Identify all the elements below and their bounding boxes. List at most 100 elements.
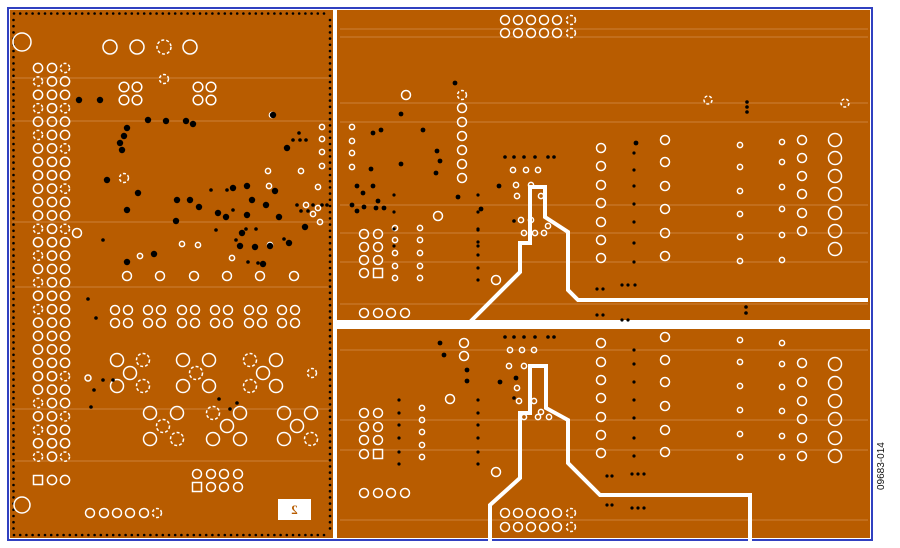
pad — [209, 304, 221, 316]
via — [632, 184, 636, 188]
via — [123, 124, 131, 132]
via — [437, 158, 443, 164]
via — [632, 168, 636, 172]
isolation-gap — [337, 185, 868, 327]
pad — [303, 431, 319, 447]
via — [256, 261, 260, 265]
edge-via — [291, 12, 295, 15]
pad — [418, 404, 426, 412]
pad — [778, 407, 786, 415]
edge-via — [328, 235, 332, 239]
pad — [525, 507, 537, 519]
pad — [348, 137, 356, 145]
pad — [659, 354, 671, 366]
pad — [46, 303, 58, 315]
edge-via — [12, 446, 15, 450]
edge-via — [12, 266, 15, 270]
edge-via — [12, 434, 15, 437]
edge-via — [285, 533, 289, 537]
via — [397, 450, 401, 454]
edge-via — [12, 217, 15, 220]
pad — [243, 304, 255, 316]
pad — [111, 507, 123, 519]
edge-via — [136, 533, 140, 537]
via — [546, 335, 550, 339]
via — [123, 258, 131, 266]
edge-via — [328, 527, 332, 530]
pad — [32, 397, 44, 409]
via-group — [75, 80, 749, 510]
pad — [796, 376, 808, 388]
via — [595, 313, 599, 317]
edge-via — [217, 12, 220, 15]
pad — [518, 346, 526, 354]
pad — [840, 98, 850, 108]
edge-via — [12, 291, 15, 295]
pad — [358, 421, 370, 433]
edge-via — [12, 285, 15, 288]
edge-via — [12, 322, 15, 326]
pad — [59, 223, 71, 235]
edge-via — [328, 291, 332, 295]
pad — [418, 453, 426, 461]
edge-via — [12, 235, 15, 239]
edge-via — [328, 192, 332, 195]
via — [552, 155, 556, 159]
edge-via — [12, 365, 15, 369]
via — [360, 190, 366, 196]
via — [633, 140, 639, 146]
pad — [595, 337, 607, 349]
edge-via — [328, 43, 332, 47]
pad — [512, 14, 524, 26]
edge-via — [328, 24, 332, 28]
via — [103, 176, 111, 184]
via — [420, 127, 426, 133]
edge-via — [12, 248, 15, 251]
edge-via — [328, 266, 332, 270]
pad — [109, 352, 125, 368]
edge-via — [12, 167, 15, 171]
via — [225, 188, 229, 192]
pad — [155, 418, 171, 434]
layer-number-label: 2 — [278, 499, 311, 520]
pad — [232, 431, 248, 447]
edge-via — [12, 105, 15, 109]
pad — [46, 89, 58, 101]
pad — [796, 188, 808, 200]
pad — [736, 453, 744, 461]
edge-via — [229, 533, 233, 537]
via — [522, 335, 526, 339]
pad — [156, 39, 172, 55]
edge-via — [18, 533, 22, 537]
via — [150, 250, 158, 258]
pad — [32, 102, 44, 114]
edge-via — [328, 502, 332, 505]
edge-via — [12, 310, 15, 313]
pad — [318, 162, 326, 170]
pad — [314, 204, 322, 212]
pad — [778, 256, 786, 264]
edge-via — [99, 533, 103, 537]
pad — [59, 89, 71, 101]
via — [476, 411, 480, 415]
pad — [122, 365, 138, 381]
via — [546, 155, 550, 159]
pad — [303, 405, 319, 421]
pad — [109, 378, 125, 394]
via — [476, 228, 480, 232]
pad — [659, 376, 671, 388]
via — [745, 110, 749, 114]
edge-via — [12, 353, 15, 357]
pad — [142, 304, 154, 316]
via — [626, 318, 630, 322]
pad — [391, 274, 399, 282]
pad — [84, 374, 92, 382]
pad — [254, 270, 266, 282]
via — [595, 287, 599, 291]
via — [254, 227, 258, 231]
pad — [32, 89, 44, 101]
edge-via — [310, 12, 313, 15]
pad — [595, 179, 607, 191]
via — [398, 161, 404, 167]
